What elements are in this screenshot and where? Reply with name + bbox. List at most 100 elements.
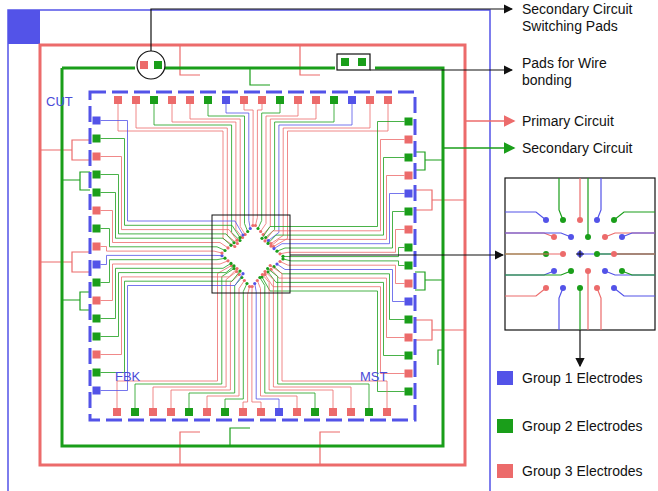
electrode-pad <box>405 298 413 306</box>
electrode-pad <box>405 208 413 216</box>
trace <box>266 104 334 238</box>
corner-mark <box>8 10 40 44</box>
inset-electrode <box>594 251 600 257</box>
trace <box>257 281 297 409</box>
inset-electrode <box>543 217 549 223</box>
bond-pad <box>358 58 366 66</box>
electrode-pad <box>93 333 101 341</box>
electrode-dot <box>253 282 256 285</box>
electrode-pad <box>203 408 211 416</box>
electrode-pad <box>294 96 302 104</box>
inset-trace <box>605 271 655 275</box>
leader-line <box>370 69 512 70</box>
electrode-pad <box>93 225 101 233</box>
inset-trace <box>505 271 571 275</box>
electrode-pad <box>150 96 158 104</box>
inset-trace <box>587 178 588 237</box>
electrode-pad <box>93 387 101 395</box>
electrode-pad <box>276 96 284 104</box>
leader-line <box>443 147 514 149</box>
electrode-dot <box>256 227 259 230</box>
electrode-pad <box>167 408 175 416</box>
switch-pad <box>140 61 148 69</box>
inset-electrode <box>577 217 583 223</box>
electrode-dot <box>229 244 232 247</box>
electrode-dot <box>238 270 241 273</box>
inset-electrode <box>543 285 549 291</box>
leader-line <box>465 120 514 122</box>
trace <box>101 157 238 241</box>
legend-swatch <box>497 371 513 385</box>
trace <box>268 158 405 244</box>
trace <box>101 258 226 282</box>
electrode-dot <box>223 249 226 252</box>
trace <box>280 230 405 254</box>
trace <box>226 104 250 229</box>
inset-electrode <box>585 234 591 240</box>
electrode-dot <box>269 264 272 267</box>
electrode-dot <box>260 237 263 240</box>
electrode-pad <box>93 369 101 377</box>
electrode-pad <box>132 96 140 104</box>
electrode-dot <box>235 267 238 270</box>
switch-pad <box>154 61 162 69</box>
electrode-dot <box>226 246 229 249</box>
electrode-pad <box>405 262 413 270</box>
inset-trace <box>587 271 588 330</box>
electrode-dot <box>256 279 259 282</box>
trace <box>135 269 234 409</box>
trace <box>208 104 248 232</box>
electrode-pad <box>93 189 101 197</box>
trace <box>262 275 333 409</box>
trace <box>258 104 280 229</box>
electrode-pad <box>405 334 413 342</box>
electrode-pad <box>405 388 413 396</box>
inset-trace <box>559 288 563 330</box>
electrode-pad <box>93 297 101 305</box>
electrode-pad <box>93 207 101 215</box>
pad-side <box>260 118 412 396</box>
electrode-pad <box>405 154 413 162</box>
electrode-pad <box>93 135 101 143</box>
electrode-dot <box>226 259 229 262</box>
trace <box>255 104 262 226</box>
legend-text: Group 2 Electrodes <box>522 418 643 435</box>
inset-trace <box>614 288 655 296</box>
electrode-dot <box>249 227 252 230</box>
bond-pad <box>341 58 349 66</box>
electrode-dot <box>263 270 266 273</box>
electrode-pad <box>93 351 101 359</box>
electrode-pad <box>311 408 319 416</box>
trace <box>268 272 405 356</box>
callout-label: Secondary Circuit <box>522 140 633 157</box>
inset-trace <box>614 253 655 254</box>
electrode-dot <box>258 276 261 279</box>
inset-electrode <box>577 285 583 291</box>
inset-electrode <box>602 268 608 274</box>
callout-label: Primary Circuit <box>522 113 614 130</box>
inset-trace <box>605 233 655 237</box>
inset-electrode <box>594 285 600 291</box>
electrode-dot <box>233 245 236 248</box>
callout-box <box>337 54 370 70</box>
electrode-dot <box>278 260 281 263</box>
electrode-dot <box>223 257 226 260</box>
trace <box>101 139 241 238</box>
inset-electrode <box>619 268 625 274</box>
inset-electrode <box>551 234 557 240</box>
electrode-pad <box>329 408 337 416</box>
secondary-ring <box>62 68 443 446</box>
trace <box>252 287 261 409</box>
electrode-pad <box>185 408 193 416</box>
electrode-pad <box>293 408 301 416</box>
electrode-dot <box>266 242 269 245</box>
trace <box>271 176 405 247</box>
inset-electrode <box>577 251 583 257</box>
electrode-dot <box>281 257 284 260</box>
legend-text: Group 1 Electrodes <box>522 370 643 387</box>
electrode-dot <box>232 264 235 267</box>
inset-trace <box>505 212 546 220</box>
electrode-pad <box>405 190 413 198</box>
electrode-pad <box>168 96 176 104</box>
inset-traces <box>505 178 655 330</box>
